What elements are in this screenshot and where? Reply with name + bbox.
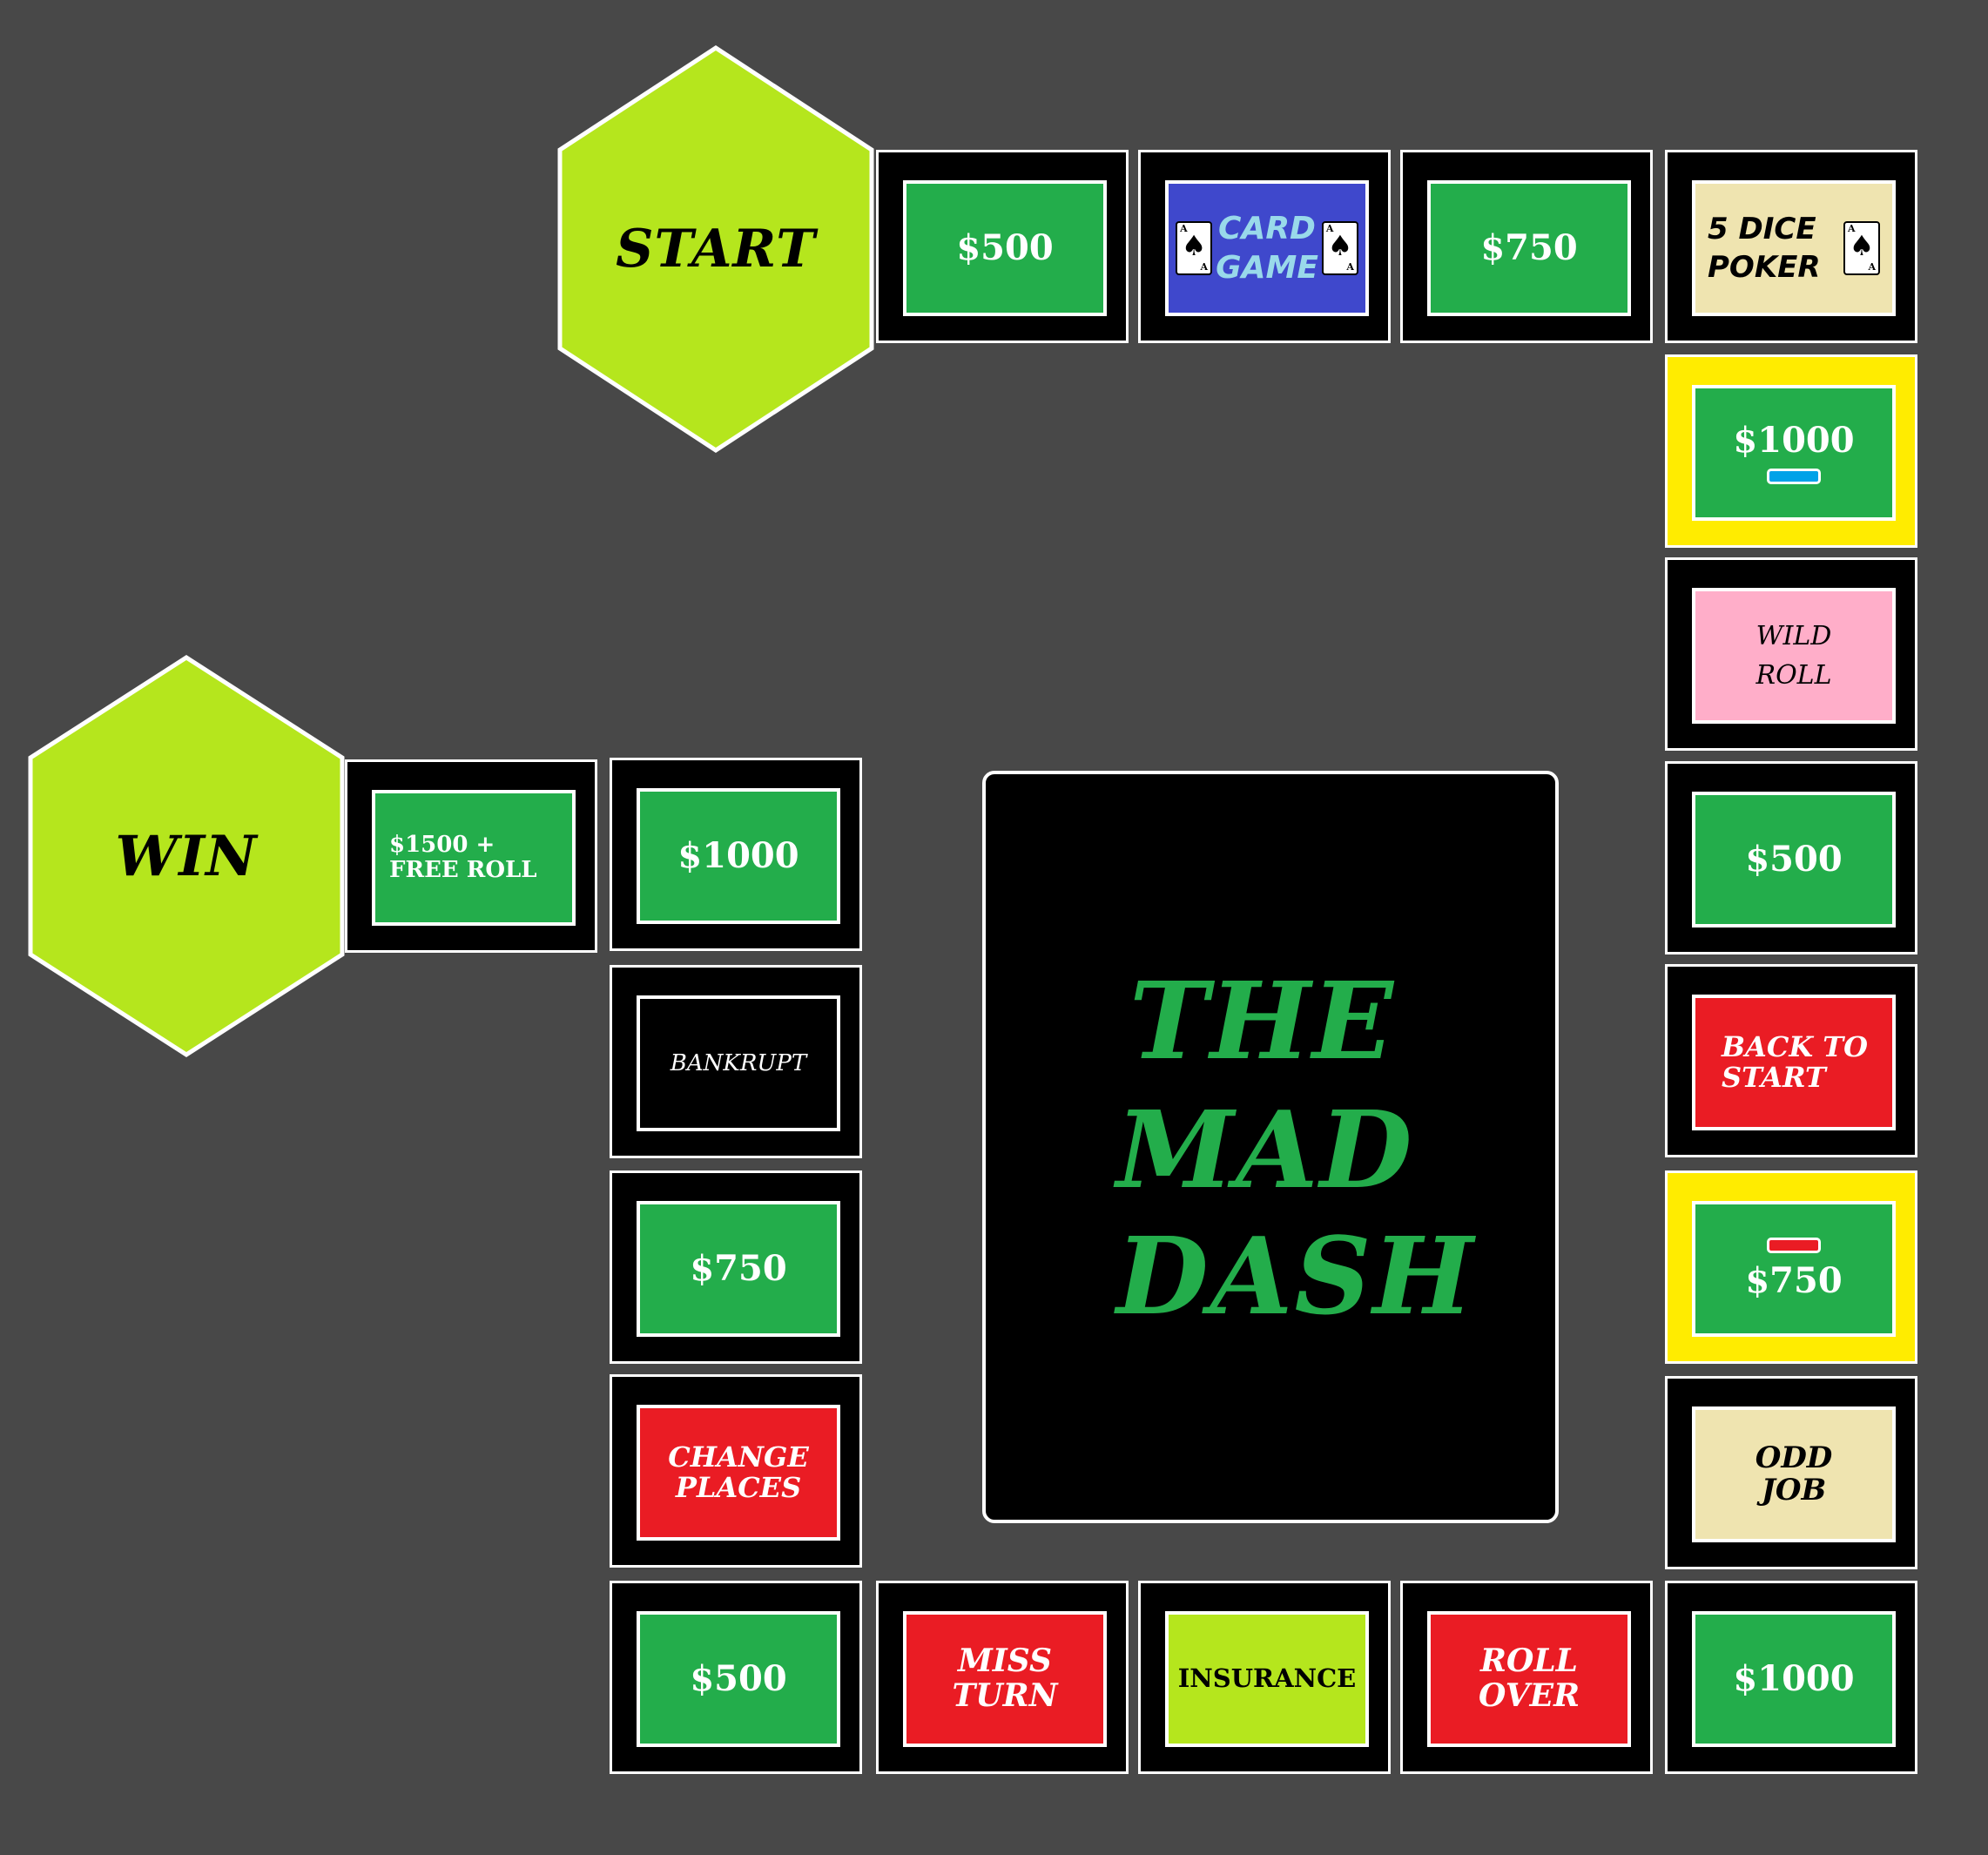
space-label-line1: CARD bbox=[1218, 211, 1316, 246]
board-space-750[interactable]: $750 bbox=[1400, 150, 1653, 343]
space-label-line2: PLACES bbox=[675, 1471, 802, 1504]
board-space-back-to-start[interactable]: BACK TO START bbox=[1665, 964, 1917, 1157]
title-line-2: MAD bbox=[1116, 1087, 1414, 1212]
space-label: $500 bbox=[956, 227, 1054, 268]
board-space-500[interactable]: $500 bbox=[1665, 761, 1917, 954]
space-label: $500 bbox=[690, 1658, 787, 1699]
board-space-wild-roll[interactable]: WILD ROLL bbox=[1665, 557, 1917, 751]
board-space-500[interactable]: $500 bbox=[610, 1581, 862, 1774]
space-label-line2: START bbox=[1722, 1061, 1826, 1094]
space-label-line2: FREE ROLL bbox=[389, 857, 537, 883]
space-label-line1: MISS bbox=[958, 1643, 1052, 1680]
space-label-line1: ROLL bbox=[1480, 1643, 1578, 1680]
space-label: $750 bbox=[1480, 227, 1578, 268]
space-label: $500 bbox=[1745, 839, 1843, 880]
space-face: $750 bbox=[1692, 1201, 1896, 1337]
ace-of-spades-card-icon: A♠A bbox=[1321, 221, 1358, 275]
space-label-line1: 5 DICE bbox=[1708, 211, 1816, 246]
title-line-1: THE bbox=[1129, 958, 1396, 1083]
space-label-line1: ODD bbox=[1755, 1440, 1833, 1475]
space-label: INSURANCE bbox=[1177, 1663, 1357, 1694]
space-face: BACK TO START bbox=[1692, 995, 1896, 1130]
space-face: 5 DICE POKER A♠A bbox=[1692, 180, 1896, 316]
board-space-odd-job[interactable]: ODD JOB bbox=[1665, 1376, 1917, 1569]
win-hexagon-shape bbox=[28, 655, 345, 1057]
space-label-line2: ROLL bbox=[1756, 660, 1832, 691]
win-label: WIN bbox=[115, 823, 258, 889]
space-label-line2: JOB bbox=[1761, 1473, 1827, 1508]
space-label: $750 bbox=[690, 1248, 787, 1289]
start-label: START bbox=[616, 219, 816, 280]
board-space-1000[interactable]: $1000 bbox=[1665, 1581, 1917, 1774]
space-label-line1: CHANGE bbox=[668, 1440, 809, 1474]
board-space-750-highlighted[interactable]: $750 bbox=[1665, 1170, 1917, 1364]
board-space-500[interactable]: $500 bbox=[876, 150, 1129, 343]
space-face: $500 bbox=[1692, 792, 1896, 928]
start-hexagon-shape bbox=[557, 45, 874, 453]
space-face: BANKRUPT bbox=[637, 995, 840, 1131]
space-label: $1000 bbox=[1733, 420, 1855, 461]
board-space-change-places[interactable]: CHANGE PLACES bbox=[610, 1374, 862, 1568]
board-space-750[interactable]: $750 bbox=[610, 1170, 862, 1364]
space-face: $1000 bbox=[637, 788, 840, 924]
space-label-line2: TURN bbox=[952, 1677, 1058, 1714]
player-marker bbox=[1767, 469, 1821, 484]
space-face: WILD ROLL bbox=[1692, 588, 1896, 724]
title-line-3: DASH bbox=[1116, 1213, 1475, 1339]
space-label-line1: WILD bbox=[1756, 621, 1832, 651]
space-face: $750 bbox=[1427, 180, 1631, 316]
space-label-line1: BACK TO bbox=[1722, 1029, 1868, 1063]
space-face: ROLL OVER bbox=[1427, 1611, 1631, 1747]
board-space-5-dice-poker[interactable]: 5 DICE POKER A♠A bbox=[1665, 150, 1917, 343]
space-face: INSURANCE bbox=[1165, 1611, 1369, 1747]
board-space-insurance[interactable]: INSURANCE bbox=[1138, 1581, 1391, 1774]
board-space-roll-over[interactable]: ROLL OVER bbox=[1400, 1581, 1653, 1774]
space-label: $1000 bbox=[1733, 1658, 1855, 1699]
space-face: A♠A CARD GAME A♠A bbox=[1165, 180, 1369, 316]
board-space-card-game[interactable]: A♠A CARD GAME A♠A bbox=[1138, 150, 1391, 343]
space-label: BANKRUPT bbox=[670, 1049, 807, 1076]
space-face: $1500 + FREE ROLL bbox=[372, 790, 576, 926]
space-face: $500 bbox=[903, 180, 1107, 316]
space-face: $750 bbox=[637, 1201, 840, 1337]
space-label-line1: $1500 + bbox=[389, 832, 495, 859]
space-face: ODD JOB bbox=[1692, 1406, 1896, 1542]
space-label: $750 bbox=[1745, 1260, 1843, 1301]
space-face: MISS TURN bbox=[903, 1611, 1107, 1747]
space-label-line2: GAME bbox=[1216, 250, 1318, 286]
space-face: $1000 bbox=[1692, 1611, 1896, 1747]
ace-of-spades-card-icon: A♠A bbox=[1843, 221, 1880, 275]
space-label-line2: POKER bbox=[1708, 250, 1821, 285]
space-label-line2: OVER bbox=[1478, 1677, 1580, 1714]
space-face: $1000 bbox=[1692, 385, 1896, 521]
board-space-1000-highlighted[interactable]: $1000 bbox=[1665, 354, 1917, 548]
ace-of-spades-card-icon: A♠A bbox=[1176, 221, 1213, 275]
title-card: THE MAD DASH bbox=[982, 771, 1559, 1523]
board-space-miss-turn[interactable]: MISS TURN bbox=[876, 1581, 1129, 1774]
board-space-bankrupt[interactable]: BANKRUPT bbox=[610, 965, 862, 1158]
win-space[interactable]: WIN bbox=[28, 655, 345, 1057]
board-space-1000[interactable]: $1000 bbox=[610, 758, 862, 951]
start-space[interactable]: START bbox=[557, 45, 874, 453]
player-marker bbox=[1767, 1238, 1821, 1253]
space-face: CHANGE PLACES bbox=[637, 1405, 840, 1541]
board-space-1500-free-roll[interactable]: $1500 + FREE ROLL bbox=[345, 759, 597, 953]
space-face: $500 bbox=[637, 1611, 840, 1747]
space-label: $1000 bbox=[677, 835, 799, 876]
